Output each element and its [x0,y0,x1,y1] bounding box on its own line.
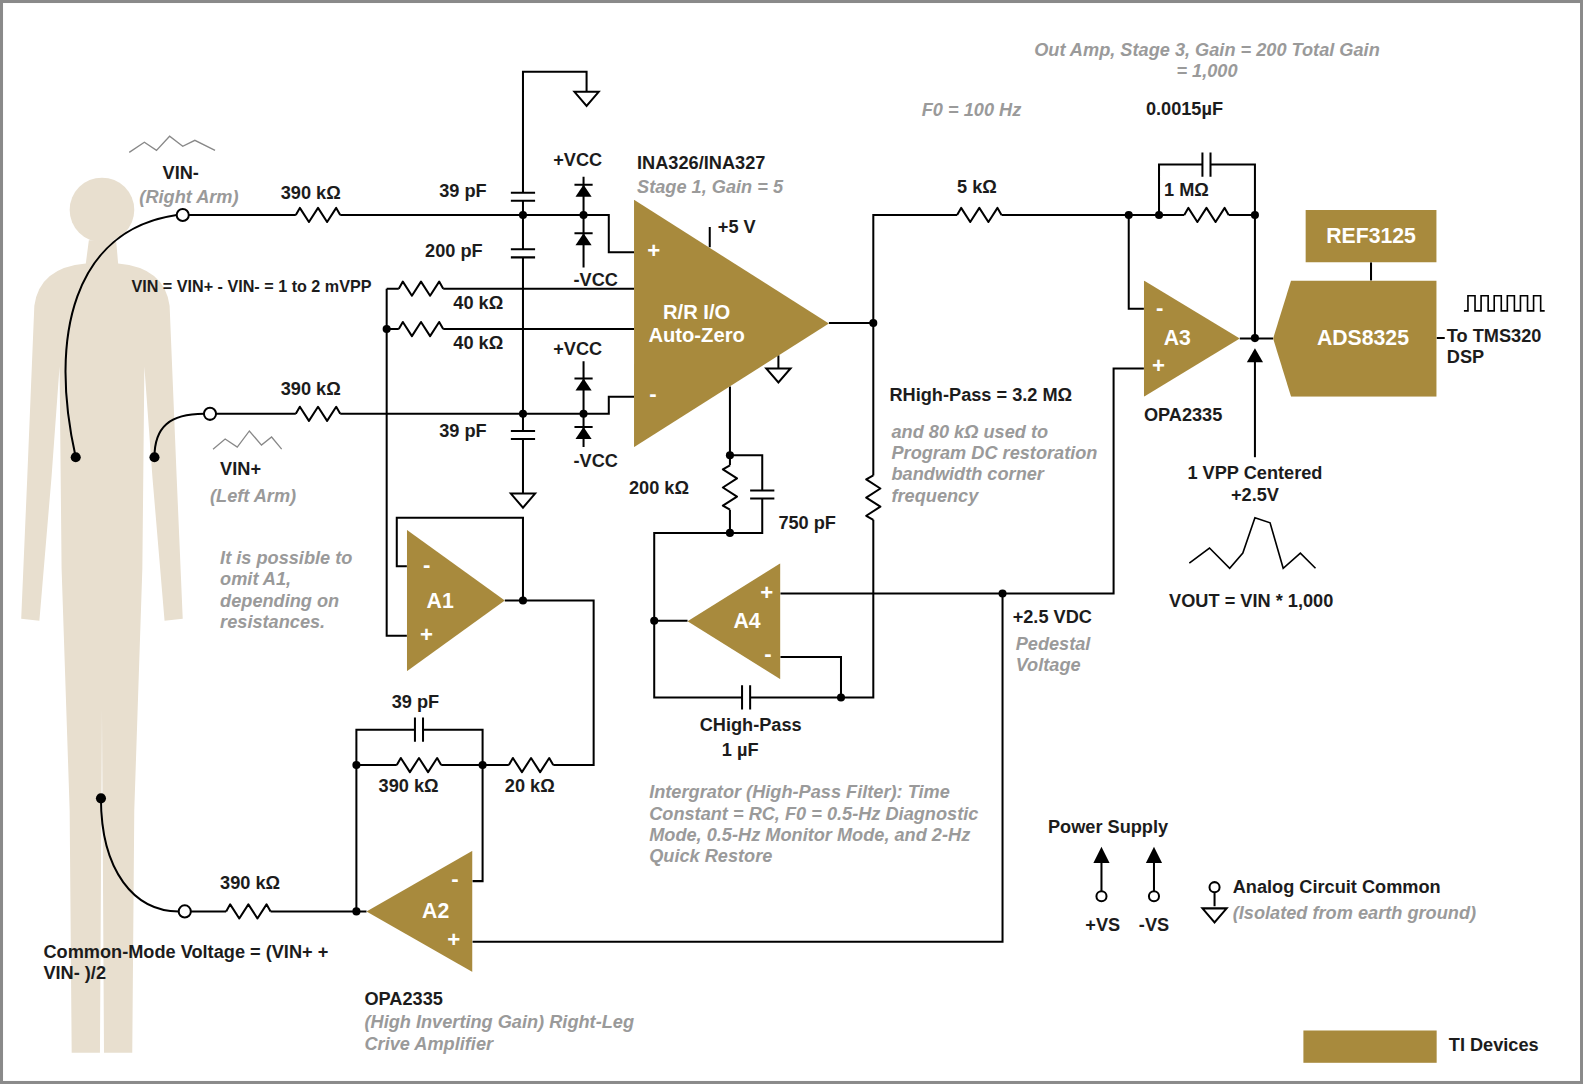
pin-sign: + [447,927,460,953]
amplifier-triangle: A1 [407,530,505,671]
component-label: +VCC [553,149,602,170]
component-label: +5 V [718,217,756,238]
component-label: VOUT = VIN * 1,000 [1169,590,1333,611]
device-name: A3 [1164,326,1191,350]
shape-fill [1273,281,1437,397]
component-label: Power Supply [1048,817,1168,838]
component-label: 20 kΩ [505,776,555,797]
pin-sign: - [649,381,656,407]
annotation: It is possible to omit A1, depending on … [220,548,376,633]
annotation: F0 = 100 Hz [922,100,1022,121]
shape-fill [688,563,781,679]
component-label: 200 pF [425,241,483,262]
shape-fill [366,851,472,972]
component-label: 1 MΩ [1164,180,1209,201]
shape-fill [1144,281,1240,397]
component-label: OPA2335 [364,989,442,1010]
wire-connector [1240,338,1273,339]
shape-fill [1305,210,1436,262]
component-label: 5 kΩ [957,177,997,198]
junction-dots [71,211,1263,915]
device-name: A1 [427,588,454,612]
shape-outline [407,530,505,671]
device-name: A2 [422,899,449,923]
body-silhouette [21,240,183,1052]
text-holder: ADS8325 [1273,281,1437,397]
component-label: 39 pF [392,691,439,712]
terminals [177,209,1220,918]
annotation: Stage 1, Gain = 5 [637,177,783,198]
component-label: Common-Mode Voltage = (VIN+ + VIN- )/2 [43,942,336,984]
legend-text: TI Devices [1449,1035,1539,1056]
text-holder: A1 [407,530,505,671]
pin-sign: + [760,579,773,605]
component-label: RHigh-Pass = 3.2 MΩ [889,385,1072,406]
annotation: (Left Arm) [210,485,296,506]
component-label: To TMS320 DSP [1447,326,1578,368]
shape-fill [634,200,829,447]
component-label: 1 VPP Centered +2.5V [1181,463,1328,505]
component-label: -VCC [573,269,617,290]
chip-block: ADS8325 [1273,281,1437,397]
pin-sign: + [647,238,660,264]
wires [66,72,1445,942]
annotation: (Right Arm) [139,187,238,208]
pin-sign: - [423,552,430,578]
head [70,178,135,243]
pin-sign: + [1152,353,1165,379]
annotation: Intergrator (High-Pass Filter): Time Con… [649,782,992,867]
component-label: VIN+ [220,459,261,480]
component-label: INA326/INA327 [637,152,765,173]
pin-sign: - [451,866,458,892]
component-label: 40 kΩ [453,293,503,314]
wire-line [1370,262,1372,280]
component-label: -VS [1139,914,1169,935]
device-name: ADS8325 [1317,326,1409,350]
ground-symbols [511,92,1227,923]
annotation: (High Inverting Gain) Right-Leg Crive Am… [364,1012,667,1054]
resistor-symbols [226,208,1229,919]
component-label: 390 kΩ [281,183,341,204]
diode-symbols [575,185,591,439]
pin-sign: - [1156,295,1163,321]
component-label: VIN = VIN+ - VIN- = 1 to 2 mVPP [104,278,372,296]
device-name: R/R I/O Auto-Zero [639,300,755,346]
component-label: -VCC [573,451,617,472]
annotation: and 80 kΩ used to Program DC restoration… [891,422,1108,507]
component-label: 390 kΩ [281,378,341,399]
component-label: 39 pF [439,181,486,202]
annotation: Pedestal Voltage [1016,634,1117,676]
pin-sign: - [764,641,771,667]
text-holder: REF3125 [1305,210,1436,262]
component-label: +VCC [553,339,602,360]
component-label: 0.0015µF [1146,99,1223,120]
component-label: CHigh-Pass [700,715,802,736]
wire-line [1240,338,1273,340]
chip-block: REF3125 [1305,210,1436,262]
annotation: Out Amp, Stage 3, Gain = 200 Total Gain … [1028,39,1386,81]
component-label: 39 pF [439,421,486,442]
component-label: VIN- [163,162,199,183]
component-label: +2.5 VDC [1013,607,1092,628]
component-label: 390 kΩ [379,776,439,797]
annotation: (Isolated from earth ground) [1233,903,1476,924]
component-label: 750 pF [778,513,836,534]
component-label: 1 µF [722,740,759,761]
device-name: REF3125 [1326,224,1416,248]
shape-fill [407,530,505,671]
wire-connector [1371,262,1372,280]
component-label: +VS [1085,914,1120,935]
legend-swatch [1303,1030,1436,1062]
device-name: A4 [734,609,761,633]
component-label: 200 kΩ [629,477,689,498]
component-label: OPA2335 [1144,405,1222,426]
component-label: 390 kΩ [220,873,280,894]
component-label: 40 kΩ [453,333,503,354]
pin-sign: + [420,622,433,648]
component-label: Analog Circuit Common [1233,877,1441,898]
